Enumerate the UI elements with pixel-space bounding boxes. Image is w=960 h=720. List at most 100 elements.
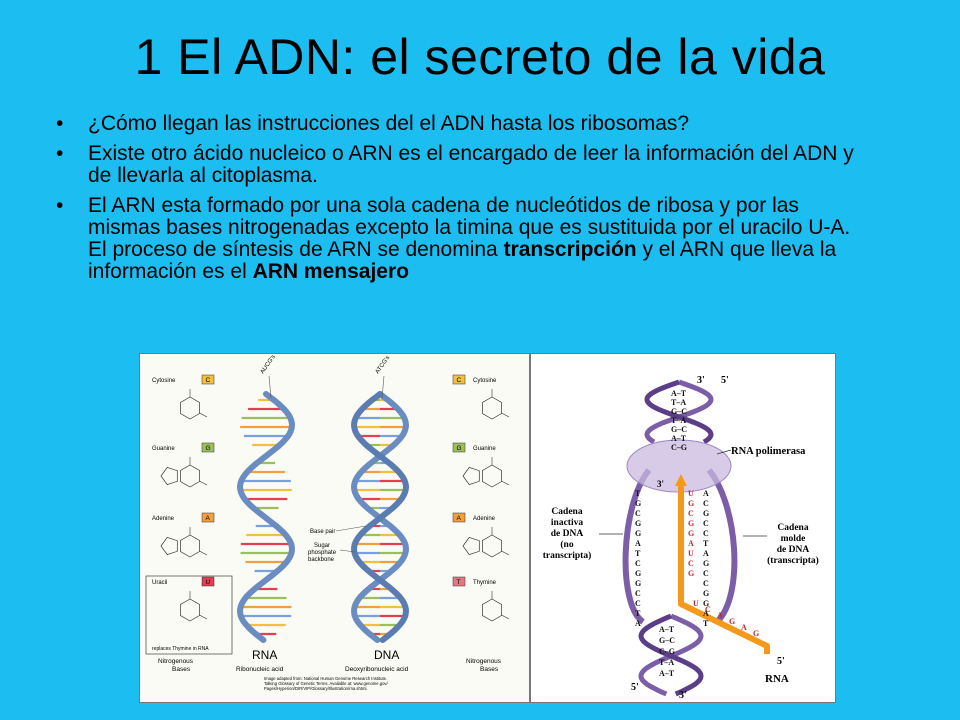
inactive-base: A [635, 619, 641, 628]
molecule-adenine-icon [462, 527, 510, 558]
dna-helix [350, 391, 410, 643]
credit-line-2: Talking Glossary of Genetic Terms. Avail… [264, 681, 389, 686]
bullet-text: Existe otro ácido nucleico o ARN es el e… [88, 142, 854, 187]
molecule-uracil-icon [180, 591, 208, 622]
transcription-svg: A–TT–AG–CT–AG–CA–TC–GTGCGGATCGGCCTAACGCC… [543, 375, 819, 701]
base-code-letter: U [206, 579, 211, 586]
bold-term-transcripcion: transcripción [503, 238, 637, 261]
molecule-thymine-icon [482, 591, 510, 622]
inactive-base: G [635, 529, 641, 538]
rna-strand [675, 474, 770, 654]
backbone-label-1: Sugar [314, 543, 330, 549]
base-name-cytosine: Cytosine [152, 378, 176, 384]
helix-backbone [350, 391, 410, 643]
template-base: G [703, 599, 709, 608]
dna-strand-top-b [644, 379, 714, 445]
template-base: G [703, 559, 709, 568]
base-pair-pointer [335, 525, 367, 532]
label-line: molde [781, 534, 806, 544]
base-code-letter: T [457, 579, 461, 586]
bullet-marker: • [56, 142, 64, 165]
inactive-base: C [635, 509, 641, 518]
rna-helix [236, 391, 296, 643]
bottom-pair: T–A [659, 658, 674, 667]
base-name-adenine: Adenine [473, 516, 496, 522]
inactive-base: G [635, 499, 641, 508]
molecule-guanine-icon [160, 457, 208, 488]
dna-top-label: ATCG's [375, 355, 392, 375]
bullet-item: • ¿Cómo llegan las instrucciones del el … [52, 113, 872, 135]
bullet-item: • Existe otro ácido nucleico o ARN es el… [52, 143, 872, 187]
rna-tail-base: G [753, 629, 759, 638]
rna-label-right: RNA [765, 673, 789, 685]
inactive-base: G [635, 519, 641, 528]
dna-sub-label: Deoxyribonucleic acid [345, 666, 409, 673]
label-line: de DNA [551, 529, 584, 539]
helix-backbone [236, 391, 296, 643]
backbone-pointer [339, 549, 356, 553]
inactive-base: G [635, 569, 641, 578]
dna-label: DNA [374, 648, 399, 662]
bullet-text: ¿Cómo llegan las instrucciones del el AD… [88, 112, 690, 135]
molecule-guanine-icon [462, 457, 510, 488]
base-code-box [452, 576, 466, 587]
template-base: C [703, 579, 709, 588]
rna-base: G [688, 519, 694, 528]
inactive-base: C [635, 589, 641, 598]
top-pair: G–C [671, 407, 687, 416]
inactive-base: C [635, 559, 641, 568]
nitro-left-2: Bases [172, 666, 191, 673]
polymerase-label: RNA polimerasa [731, 446, 806, 457]
label-line: (transcripta) [767, 555, 819, 566]
template-base: C [703, 519, 709, 528]
base-code-box [452, 374, 466, 385]
base-pair-label: Base pair [310, 529, 335, 535]
template-base: A [703, 489, 709, 498]
backbone-label-2: phosphate [308, 550, 337, 556]
nitro-left-1: Nitrogenous [158, 658, 194, 665]
bullet-item: • El ARN esta formado por una sola caden… [52, 195, 872, 283]
molecule-cytosine-icon [180, 389, 208, 420]
base-code-box [452, 512, 466, 523]
label-line: de DNA [777, 545, 810, 555]
dna-strand-top-a [644, 379, 714, 445]
template-base: T [703, 539, 709, 548]
dna-strands [622, 379, 738, 697]
backbone-label-3: backbone [308, 557, 335, 563]
prime-5-rna: 5' [777, 656, 785, 667]
top-pair: C–G [671, 443, 687, 452]
template-base: T [703, 619, 709, 628]
rna-sub-label: Ribonucleic acid [236, 666, 284, 673]
template-base: C [703, 569, 709, 578]
template-base: A [703, 549, 709, 558]
inactive-base: T [635, 609, 641, 618]
bottom-pair: A–T [659, 669, 675, 678]
label-line: (no [560, 539, 573, 550]
bold-term-arn-mensajero: ARN mensajero [252, 260, 409, 283]
template-base: C [703, 499, 709, 508]
inactive-base: T [635, 549, 641, 558]
slide-title: 1 El ADN: el secreto de la vida [134, 29, 826, 85]
prime-3-mid: 3' [657, 479, 664, 489]
rna-top-label: AUCG's [260, 354, 277, 375]
base-code-letter: C [457, 377, 462, 384]
bullet-text: El ARN esta formado por una sola cadena … [88, 194, 851, 261]
credit-line-3: Pages/Hyperion/DIR/VIP/Glossary/Illustra… [264, 686, 368, 691]
rna-base: C [688, 509, 694, 518]
base-name-uracil: Uracil [152, 580, 167, 586]
inactive-base: A [635, 539, 641, 548]
polymerase-pointer [716, 449, 732, 455]
rna-tail-base: A [741, 623, 747, 632]
label-line: inactiva [551, 518, 583, 528]
rna-base: C [688, 559, 694, 568]
bullet-marker: • [56, 112, 64, 135]
base-code-letter: A [457, 515, 462, 522]
template-base: G [703, 589, 709, 598]
inactive-base: G [635, 579, 641, 588]
